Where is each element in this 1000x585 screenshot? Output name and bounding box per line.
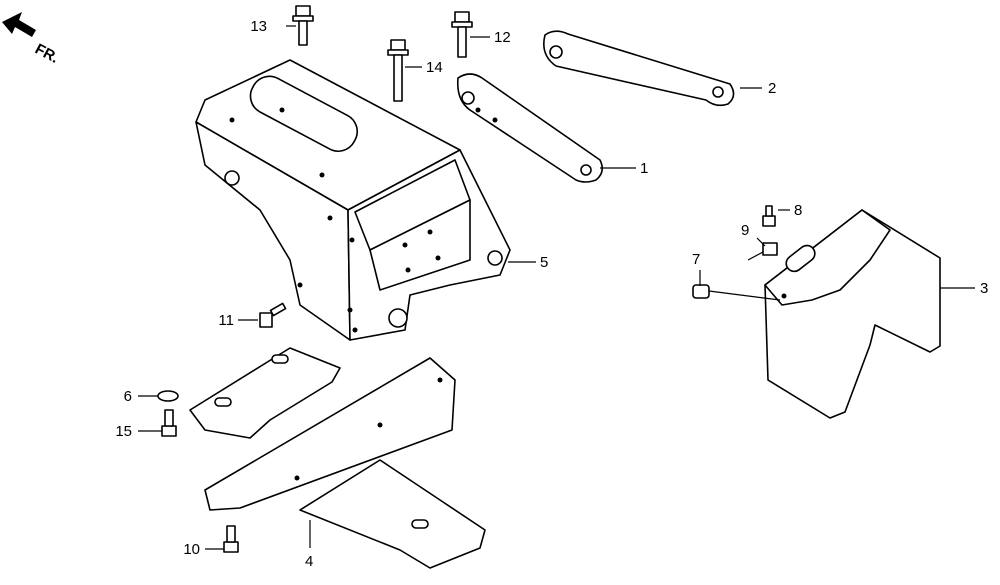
callout-8: 8 <box>794 202 802 219</box>
callout-11: 11 <box>218 312 234 329</box>
bolt-9 <box>747 242 778 261</box>
nut-7 <box>692 284 710 299</box>
bolt-15 <box>161 409 177 437</box>
callout-7: 7 <box>692 251 700 268</box>
callout-5: 5 <box>540 254 548 271</box>
callout-6: 6 <box>124 388 132 405</box>
bolt-11 <box>259 302 287 328</box>
callout-4: 4 <box>305 553 313 570</box>
callout-2: 2 <box>768 80 776 97</box>
side-cover-part <box>764 209 941 419</box>
callout-9: 9 <box>741 222 749 239</box>
bolt-13 <box>292 5 314 46</box>
callout-15: 15 <box>115 423 132 440</box>
short-link-arm-part <box>456 73 604 183</box>
washer-6 <box>157 390 179 402</box>
callout-12: 12 <box>494 29 511 46</box>
front-direction-label: FR. <box>32 41 61 67</box>
front-direction-arrow-icon <box>2 12 36 37</box>
callout-1: 1 <box>640 160 648 177</box>
callout-13: 13 <box>250 18 267 35</box>
callout-14: 14 <box>426 59 443 76</box>
main-bracket-part <box>195 59 511 341</box>
bolt-10 <box>223 525 239 553</box>
bolt-12 <box>451 11 473 58</box>
lower-plate-part <box>189 347 486 569</box>
bolt-8 <box>762 205 776 227</box>
leader-lines <box>138 25 975 550</box>
callout-3: 3 <box>980 280 988 297</box>
long-link-arm-part <box>543 30 735 107</box>
bolt-14 <box>387 39 409 102</box>
callout-10: 10 <box>183 541 200 558</box>
